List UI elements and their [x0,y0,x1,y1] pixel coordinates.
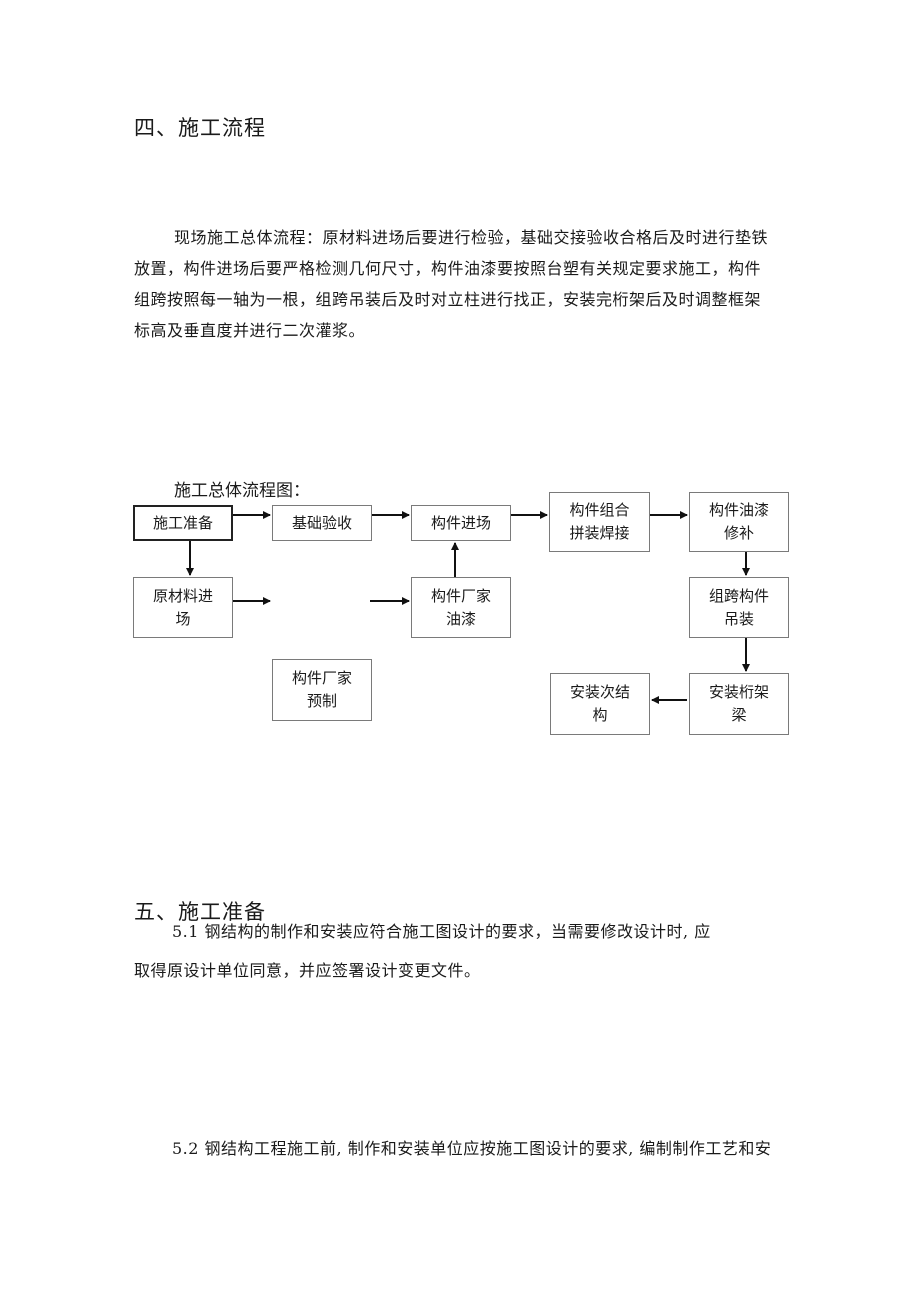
paragraph-line: 取得原设计单位同意，并应签署设计变更文件。 [134,961,481,980]
flow-node-assembly-welding: 构件组合拼装焊接 [549,492,650,552]
paragraph-line: 标高及垂直度并进行二次灌浆。 [134,321,366,340]
paragraph-line: 放置，构件进场后要严格检测几何尺寸，构件油漆要按照台塑有关规定要求施工，构件 [134,259,762,278]
node-label: 基础验收 [291,513,352,532]
node-label: 构件组合拼装焊接 [569,501,630,542]
node-label: 施工准备 [152,513,213,532]
paragraph-line: 组跨按照每一轴为一根，组跨吊装后及时对立柱进行找正，安装完桁架后及时调整框架 [134,290,762,309]
paragraph-5-1-cont: 取得原设计单位同意，并应签署设计变更文件。 [134,955,794,986]
section-heading-construction-process: 四、施工流程 [134,116,266,140]
construction-process-paragraph: 现场施工总体流程：原材料进场后要进行检验，基础交接验收合格后及时进行垫铁 放置，… [134,222,794,346]
flow-node-truss-beam: 安装桁架梁 [689,673,789,735]
flowchart-title: 施工总体流程图： [174,481,310,501]
node-label: 构件厂家预制 [291,669,352,710]
paragraph-line: 5.2 钢结构工程施工前, 制作和安装单位应按施工图设计的要求, 编制制作工艺和… [172,1139,772,1158]
paragraph-5-1: 5.1 钢结构的制作和安装应符合施工图设计的要求，当需要修改设计时, 应 [134,916,794,947]
flow-node-span-hoisting: 组跨构件吊装 [689,577,789,638]
node-label: 构件油漆修补 [708,501,769,542]
flow-node-secondary-structure: 安装次结构 [550,673,650,735]
flow-node-paint-repair: 构件油漆修补 [689,492,789,552]
flow-node-components-arrival: 构件进场 [411,505,511,541]
flow-node-factory-paint: 构件厂家油漆 [411,577,511,638]
paragraph-5-2: 5.2 钢结构工程施工前, 制作和安装单位应按施工图设计的要求, 编制制作工艺和… [134,1133,814,1164]
node-label: 构件厂家油漆 [430,586,491,628]
node-label: 构件进场 [430,513,491,532]
section-heading-construction-prep: 五、施工准备 [134,900,266,924]
node-label: 组跨构件吊装 [708,586,769,628]
node-label: 原材料进场 [152,586,213,628]
node-label: 安装桁架梁 [708,683,769,724]
paragraph-line: 现场施工总体流程：原材料进场后要进行检验，基础交接验收合格后及时进行垫铁 [174,228,769,247]
flow-node-factory-prefab: 构件厂家预制 [272,659,372,721]
node-label: 安装次结构 [569,683,630,724]
paragraph-line: 5.1 钢结构的制作和安装应符合施工图设计的要求，当需要修改设计时, 应 [172,922,711,941]
flow-node-foundation-acceptance: 基础验收 [272,505,372,541]
flow-node-raw-material-arrival: 原材料进场 [133,577,233,638]
flow-node-construction-prep: 施工准备 [133,505,233,541]
